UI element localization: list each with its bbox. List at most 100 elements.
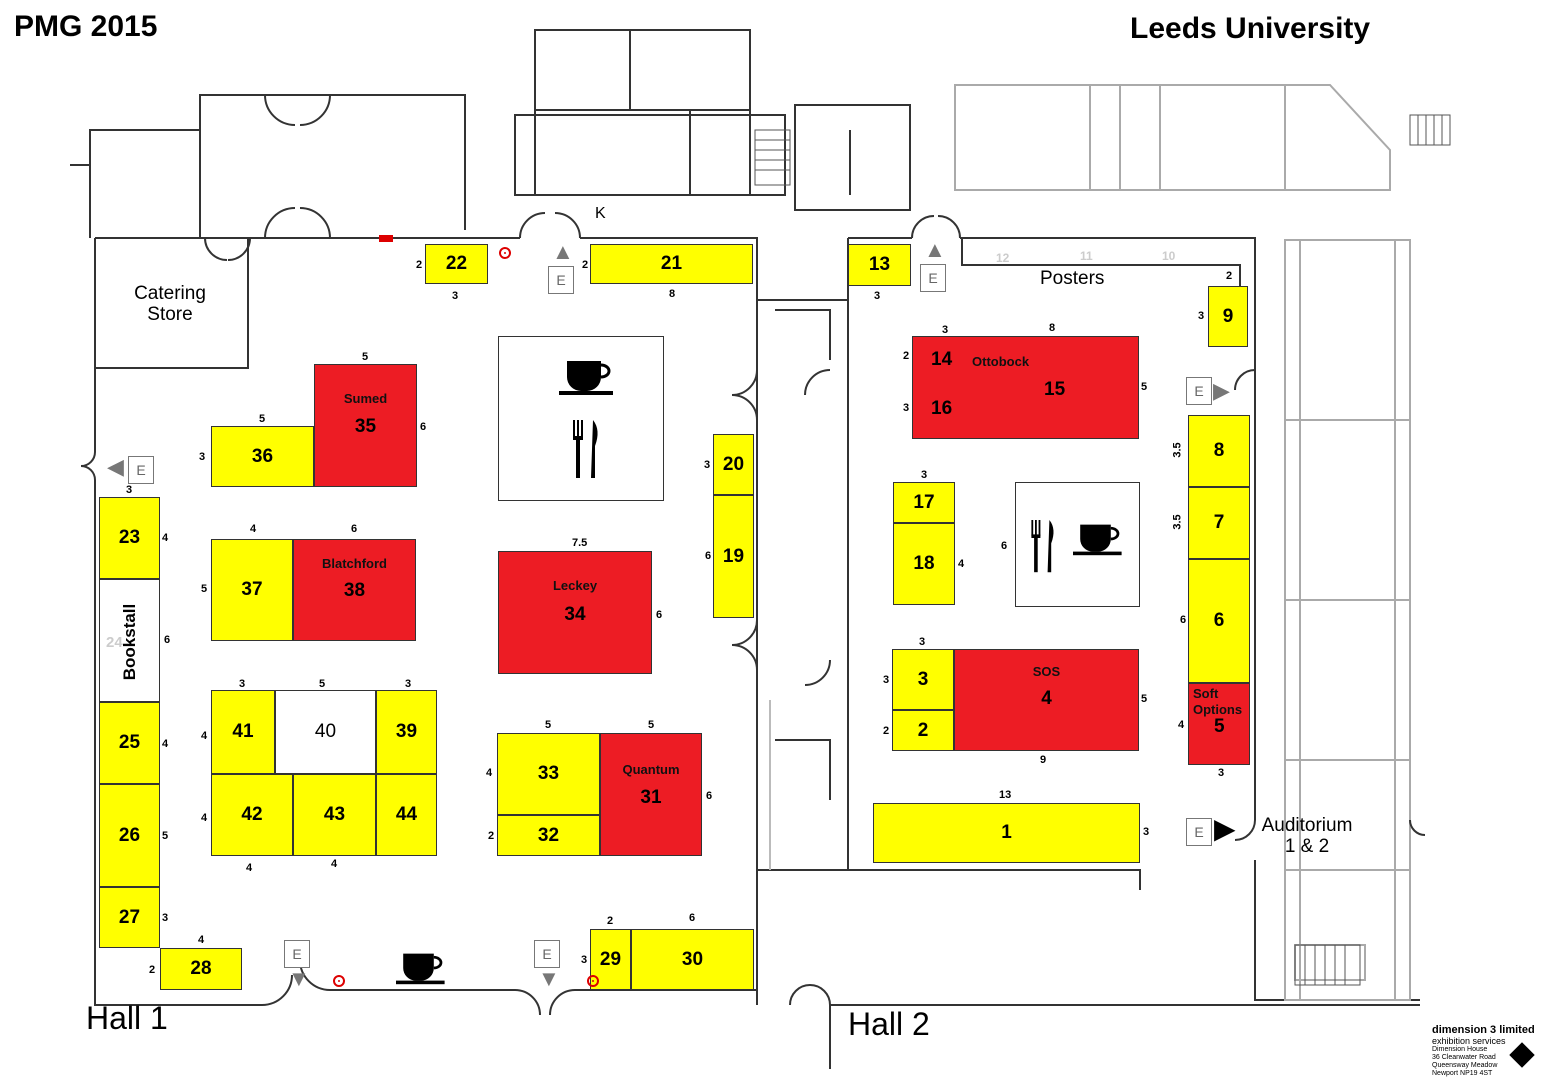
dim-label: 3 — [1198, 310, 1205, 322]
exit-sign: E — [920, 264, 946, 292]
booth-28[interactable]: 28 — [160, 948, 242, 990]
booth-22[interactable]: 22 — [425, 244, 488, 284]
dim-label: 3.5 — [1171, 514, 1184, 530]
dim-label: 2 — [488, 830, 495, 842]
dim-label: 8 — [669, 288, 676, 300]
dim-label: 5 — [362, 351, 369, 363]
bookstall[interactable]: 24 Bookstall — [99, 579, 160, 702]
exit-arrow-icon: ▶ — [1214, 813, 1236, 844]
dim-label: 6 — [164, 634, 171, 646]
booth-19[interactable]: 19 — [713, 495, 754, 618]
dim-label: 3 — [581, 954, 588, 966]
dim-label: 4 — [162, 532, 169, 544]
dim-label: 3 — [199, 451, 206, 463]
dim-label: 3 — [874, 290, 881, 302]
booth-30[interactable]: 30 — [631, 929, 754, 990]
dim-label: 6 — [705, 550, 712, 562]
coffee-cup-icon — [559, 361, 613, 395]
exit-arrow-icon: ▲ — [552, 239, 574, 264]
dim-label: 3 — [1143, 826, 1150, 838]
dim-label: 3 — [883, 674, 890, 686]
exit-sign: E — [534, 940, 560, 968]
booth-37[interactable]: 37 — [211, 539, 293, 641]
booth-13[interactable]: 13 — [848, 244, 911, 286]
dim-label: 4 — [486, 767, 493, 779]
exit-arrow-icon: ▲ — [924, 237, 946, 262]
booth-21[interactable]: 21 — [590, 244, 753, 284]
dim-label: 5 — [648, 719, 655, 731]
booth-23[interactable]: 23 — [99, 497, 160, 579]
dim-label: 2 — [1226, 270, 1233, 282]
cutlery-icon — [1031, 520, 1054, 573]
dim-label: 13 — [999, 789, 1012, 801]
booth-44[interactable]: 44 — [376, 774, 437, 856]
booth-32[interactable]: 32 — [497, 815, 600, 856]
exit-arrow-icon: ◀ — [107, 454, 124, 479]
booth-33[interactable]: 33 — [497, 733, 600, 815]
dim-label: 3 — [162, 912, 169, 924]
coffee-cup-icon — [396, 953, 445, 985]
dim-label: 2 — [416, 259, 423, 271]
booth-36[interactable]: 36 — [211, 426, 314, 487]
dim-label: 3 — [239, 678, 246, 690]
poster-number: 12 — [996, 251, 1010, 265]
booth-3[interactable]: 3 — [892, 649, 954, 710]
booth-26[interactable]: 26 — [99, 784, 160, 887]
booth-25[interactable]: 25 — [99, 702, 160, 784]
exit-sign: E — [128, 456, 154, 484]
dim-label: 5 — [545, 719, 552, 731]
booth-2[interactable]: 2 — [892, 710, 954, 751]
booth-43[interactable]: 43 — [293, 774, 376, 856]
cafe-area-hall2 — [1015, 482, 1140, 607]
dim-label: 5 — [201, 583, 208, 595]
booth-40[interactable]: 40 — [275, 690, 376, 774]
booth-14[interactable]: 14 — [912, 336, 974, 389]
hall-2-label: Hall 2 — [848, 1006, 930, 1042]
booth-18[interactable]: 18 — [893, 523, 955, 605]
booth-42[interactable]: 42 — [211, 774, 293, 856]
k-label: K — [595, 205, 606, 222]
booth-27[interactable]: 27 — [99, 887, 160, 948]
booth-8[interactable]: 8 — [1188, 415, 1250, 487]
booth-17[interactable]: 17 — [893, 482, 955, 523]
booth-6[interactable]: 6 — [1188, 559, 1250, 683]
exit-sign: E — [284, 940, 310, 968]
dim-label: 6 — [706, 790, 713, 802]
dim-label: 4 — [1178, 719, 1185, 731]
exit-sign: E — [1186, 818, 1212, 846]
booth-39[interactable]: 39 — [376, 690, 437, 774]
exit-arrow-icon: ▼ — [288, 966, 310, 991]
posters-label: Posters — [1040, 268, 1105, 289]
dim-label: 4 — [198, 934, 205, 946]
hall-1-label: Hall 1 — [86, 1000, 168, 1036]
dim-label: 2 — [607, 915, 614, 927]
booth-20[interactable]: 20 — [713, 434, 754, 495]
dim-label: 6 — [420, 421, 427, 433]
dim-label: 6 — [1001, 540, 1008, 552]
cutlery-icon — [573, 420, 598, 478]
dim-label: 6 — [689, 912, 696, 924]
booth-9[interactable]: 9 — [1208, 286, 1248, 347]
booth-1[interactable]: 1 — [873, 803, 1140, 863]
fire-point-icon — [587, 975, 599, 987]
exit-arrow-icon: ▶ — [1213, 378, 1230, 403]
dim-label: 3 — [921, 469, 928, 481]
cafe-area-hall1 — [498, 336, 664, 501]
booth-7[interactable]: 7 — [1188, 487, 1250, 559]
poster-number: 10 — [1162, 249, 1176, 263]
booth-41[interactable]: 41 — [211, 690, 275, 774]
dim-label: 5 — [259, 413, 266, 425]
booth-16[interactable]: 16 — [912, 388, 974, 439]
fire-point-icon — [499, 247, 511, 259]
dim-label: 4 — [331, 858, 338, 870]
dim-label: 3 — [452, 290, 459, 302]
dim-label: 5 — [162, 830, 169, 842]
dim-label: 2 — [903, 350, 910, 362]
